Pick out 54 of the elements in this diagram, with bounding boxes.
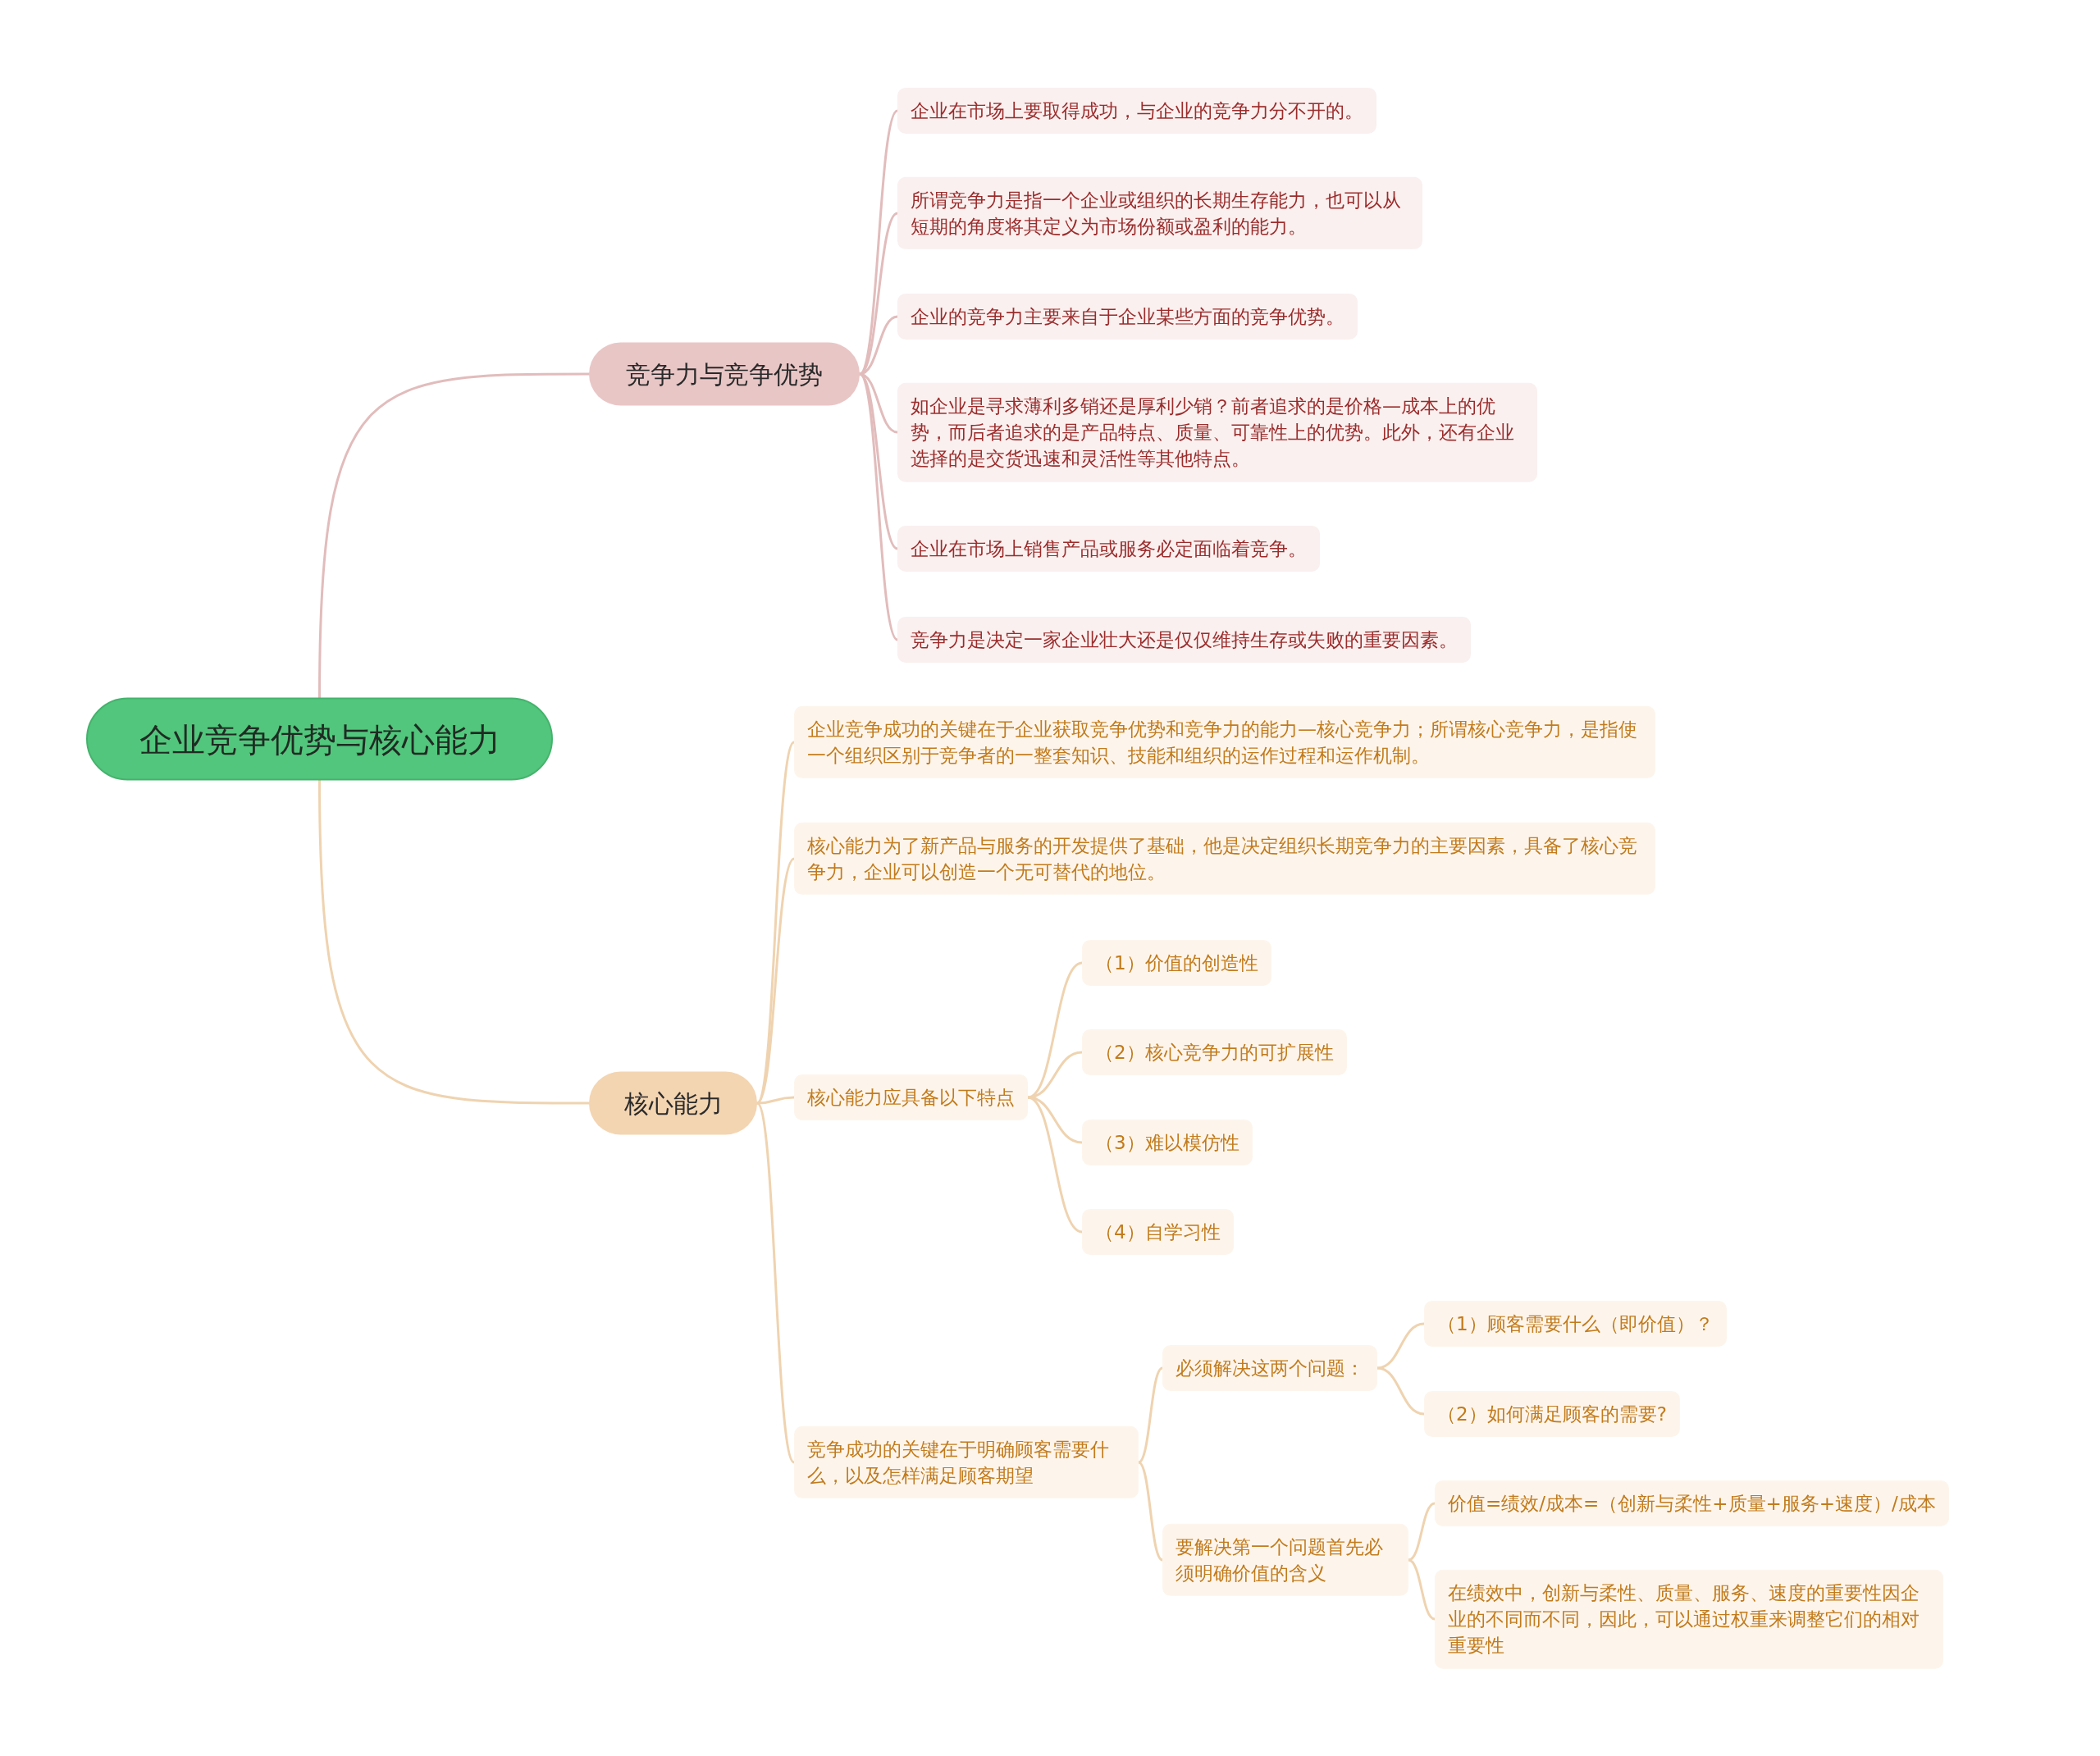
connector-line xyxy=(1026,1096,1084,1234)
topic-text: （2）核心竞争力的可扩展性 xyxy=(1095,1041,1334,1063)
topic-text: 企业竞争优势与核心能力 xyxy=(139,719,500,759)
connector-line xyxy=(1407,1502,1436,1562)
connector-line xyxy=(1376,1322,1426,1370)
topic-text: （1）顾客需要什么（即价值）？ xyxy=(1437,1312,1714,1334)
connector-line xyxy=(756,1101,796,1464)
topic-text: 要解决第一个问题首先必须明确价值的含义 xyxy=(1176,1535,1383,1584)
connector-line xyxy=(1137,1461,1164,1562)
subtopic-card xyxy=(794,1425,1139,1499)
topic-text: 竞争力是决定一家企业壮大还是仅仅维持生存或失败的重要因素。 xyxy=(911,628,1458,650)
subtopic-card xyxy=(1082,939,1271,987)
topic-text: 企业的竞争力主要来自于企业某些方面的竞争优势。 xyxy=(911,305,1344,327)
subtopic-card xyxy=(794,705,1655,779)
topic-text: 必须解决这两个问题： xyxy=(1176,1357,1364,1379)
topic-text: 竞争成功的关键在于明确顾客需要什么，以及怎样满足顾客期望 xyxy=(807,1438,1109,1486)
subtopic-card xyxy=(1424,1390,1680,1438)
subtopic-card xyxy=(897,293,1358,340)
subtopic-card xyxy=(1162,1523,1408,1597)
subtopic-card xyxy=(1162,1344,1377,1392)
topic-text: 竞争力与竞争优势 xyxy=(626,358,823,390)
subtopic-card xyxy=(1424,1300,1727,1348)
subtopic-card xyxy=(1082,1029,1347,1076)
subtopic-card xyxy=(897,525,1320,572)
connector-line xyxy=(1407,1558,1436,1621)
subtopic-card xyxy=(1082,1119,1253,1166)
subtopic-card xyxy=(897,382,1537,482)
connector-line xyxy=(318,779,591,1105)
subtopic-card xyxy=(794,1074,1028,1121)
connector-line xyxy=(1026,1051,1084,1099)
subtopic-card xyxy=(1435,1569,1943,1669)
topic-text: 所谓竞争力是指一个企业或组织的长期生存能力，也可以从短期的角度将其定义为市场份额或盈利的能力。 xyxy=(911,189,1401,237)
topic-text: （4）自学习性 xyxy=(1095,1220,1221,1243)
connector-line xyxy=(1376,1366,1426,1416)
topic-text: 核心能力 xyxy=(623,1088,723,1119)
topic-text: 价值=绩效/成本=（创新与柔性+质量+服务+速度）/成本 xyxy=(1448,1492,1936,1514)
topic-text: 核心能力应具备以下特点 xyxy=(807,1086,1015,1108)
topic-text: 核心能力为了新产品与服务的开发提供了基础，他是决定组织长期竞争力的主要因素，具备了核心竞争力，企业可以创造一个无可替代的地位。 xyxy=(807,834,1637,883)
topic-text: 企业在市场上销售产品或服务必定面临着竞争。 xyxy=(911,537,1307,559)
subtopic-card xyxy=(897,616,1471,664)
topic-text: 企业竞争成功的关键在于企业获取竞争优势和竞争力的能力—核心竞争力；所谓核心竞争力，是指使一个组织区别于竞争者的一整套知识、技能和组织的运作过程和运作机制。 xyxy=(807,718,1637,766)
topic-text: （1）价值的创造性 xyxy=(1095,951,1258,974)
topic-text: 企业在市场上要取得成功，与企业的竞争力分不开的。 xyxy=(911,99,1363,121)
connector-line xyxy=(1137,1366,1164,1464)
subtopic-card xyxy=(897,87,1376,135)
topic-text: （2）如何满足顾客的需要? xyxy=(1437,1403,1667,1425)
topic-text: 在绩效中，创新与柔性、质量、服务、速度的重要性因企业的不同而不同，因此，可以通过权重来调整它们的相对重要性 xyxy=(1448,1581,1920,1657)
subtopic-card xyxy=(1082,1208,1234,1256)
subtopic-card xyxy=(897,176,1422,250)
subtopic-card xyxy=(794,822,1655,896)
topic-text: 如企业是寻求薄利多销还是厚利少销？前者追求的是价格—成本上的优势，而后者追求的是产品特点、质量、可靠性上的优势。此外，还有企业选择的是交货迅速和灵活性等其他特点。 xyxy=(911,395,1514,470)
connector-line xyxy=(318,372,591,699)
subtopic-card xyxy=(1435,1480,1949,1527)
topic-text: （3）难以模仿性 xyxy=(1095,1131,1239,1153)
